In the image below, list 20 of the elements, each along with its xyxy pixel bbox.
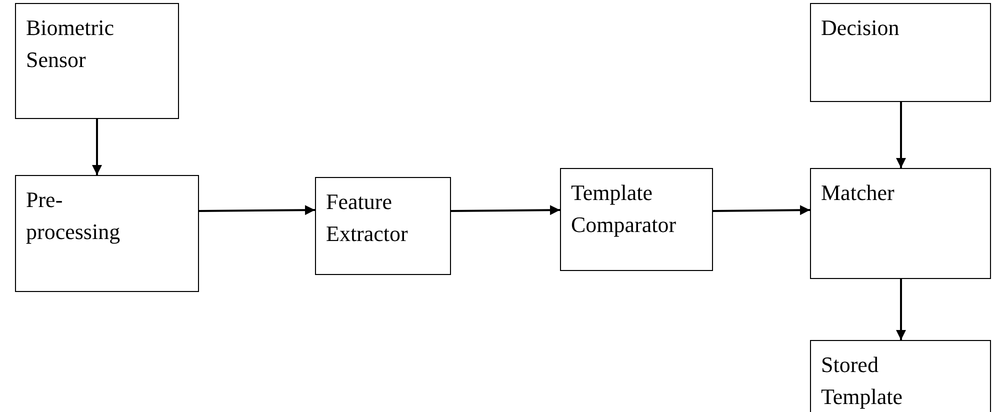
- box-label: Biometric Sensor: [26, 14, 115, 74]
- box-label: Matcher: [821, 179, 894, 207]
- arrow: [896, 279, 906, 340]
- box-label: Template Comparator: [571, 179, 678, 239]
- box-label: Pre-processing: [26, 186, 122, 246]
- arrow: [450, 205, 560, 216]
- arrow: [896, 102, 906, 168]
- box-label: Stored Template: [821, 351, 904, 411]
- process-box: [315, 177, 451, 275]
- process-box: [560, 168, 713, 271]
- arrow: [198, 205, 316, 216]
- process-box: [810, 3, 991, 102]
- process-box: [810, 340, 991, 412]
- box-label: Feature Extractor: [326, 188, 409, 248]
- process-box: [15, 3, 179, 119]
- arrow: [712, 205, 810, 216]
- process-box: [810, 168, 991, 279]
- box-label: Decision: [821, 14, 900, 42]
- arrow: [92, 119, 102, 175]
- process-box: [15, 175, 199, 292]
